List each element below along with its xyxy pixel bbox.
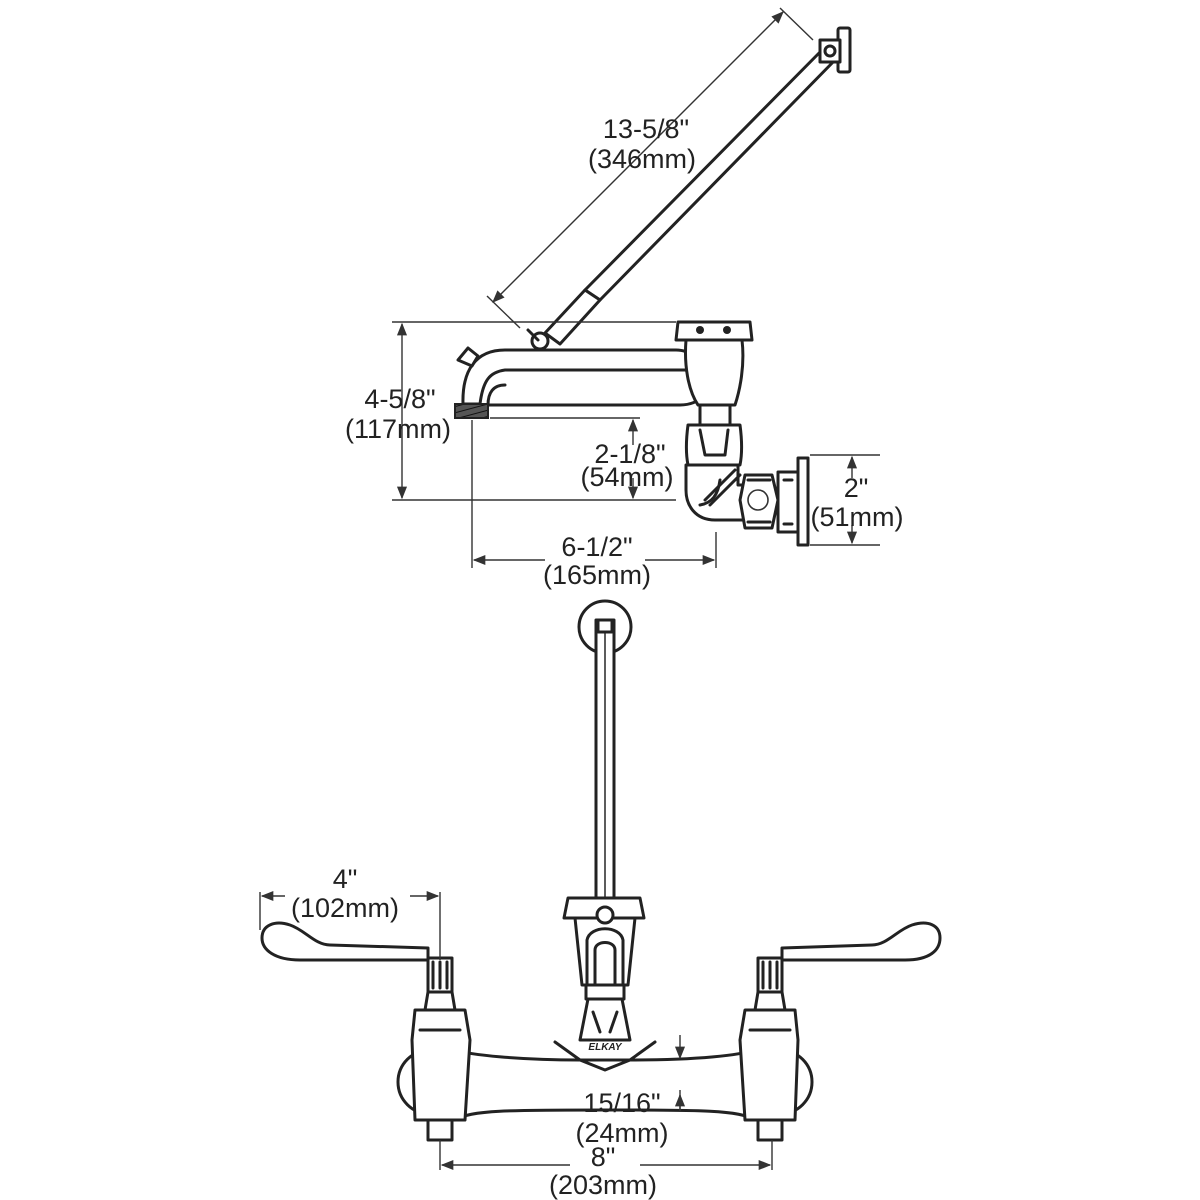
left-valve (260, 921, 472, 1142)
spout-height-metric: (117mm) (345, 414, 451, 444)
handle-length-metric: (102mm) (291, 893, 399, 923)
threaded-outlet (454, 403, 489, 419)
front-view: ELKAY (259, 599, 942, 1200)
brand-mark: ELKAY (588, 1042, 622, 1053)
support-arm-front (577, 599, 633, 912)
spout-reach-imperial: 6-1/2" (561, 532, 632, 562)
arm-length-metric: (346mm) (588, 144, 696, 174)
right-valve (738, 921, 942, 1142)
centers-imperial: 8" (591, 1142, 616, 1172)
front-dimension-lines (259, 890, 773, 1171)
center-valve (562, 896, 646, 1042)
outlet-rise-imperial: 2-1/8" (594, 439, 665, 469)
outlet-rise-metric: (54mm) (581, 462, 674, 492)
centers-metric: (203mm) (549, 1170, 657, 1200)
support-arm (526, 26, 852, 351)
spout-reach-metric: (165mm) (543, 560, 651, 590)
side-view: 13-5/8" (346mm) 4-5/8" (117mm) 2-1/8" (5… (345, 7, 904, 590)
arm-length-imperial: 13-5/8" (603, 114, 689, 144)
side-dimension-lines (392, 7, 880, 568)
spout (454, 346, 707, 419)
body-thickness-metric: (24mm) (576, 1118, 669, 1148)
handle-length-imperial: 4" (333, 864, 358, 894)
spout-height-imperial: 4-5/8" (364, 384, 435, 414)
inlet-height-imperial: 2" (844, 473, 869, 503)
valve-body (674, 320, 810, 547)
inlet-height-metric: (51mm) (811, 502, 904, 532)
body-thickness-imperial: 15/16" (583, 1088, 660, 1118)
